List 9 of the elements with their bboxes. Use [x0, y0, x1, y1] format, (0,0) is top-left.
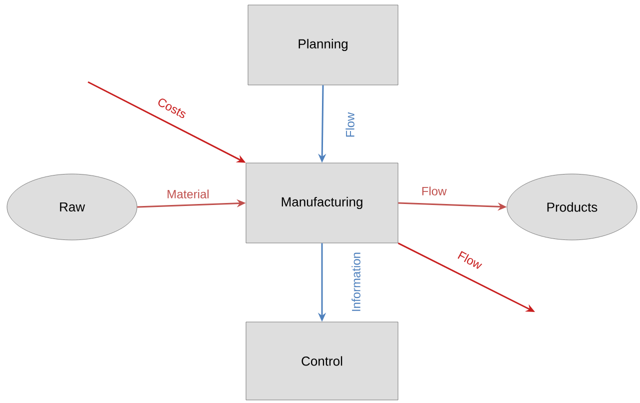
edge-label: Flow — [346, 112, 354, 137]
process-box: Manufacturing — [246, 162, 398, 244]
edge-label: Information — [352, 252, 360, 311]
edge-label: Flow — [458, 251, 482, 269]
edge-label: Flow — [422, 186, 447, 196]
edge-label: Costs — [158, 98, 186, 118]
edge-label: Material — [168, 190, 209, 198]
process-box: Planning — [248, 4, 398, 86]
process-box: Control — [246, 322, 398, 400]
